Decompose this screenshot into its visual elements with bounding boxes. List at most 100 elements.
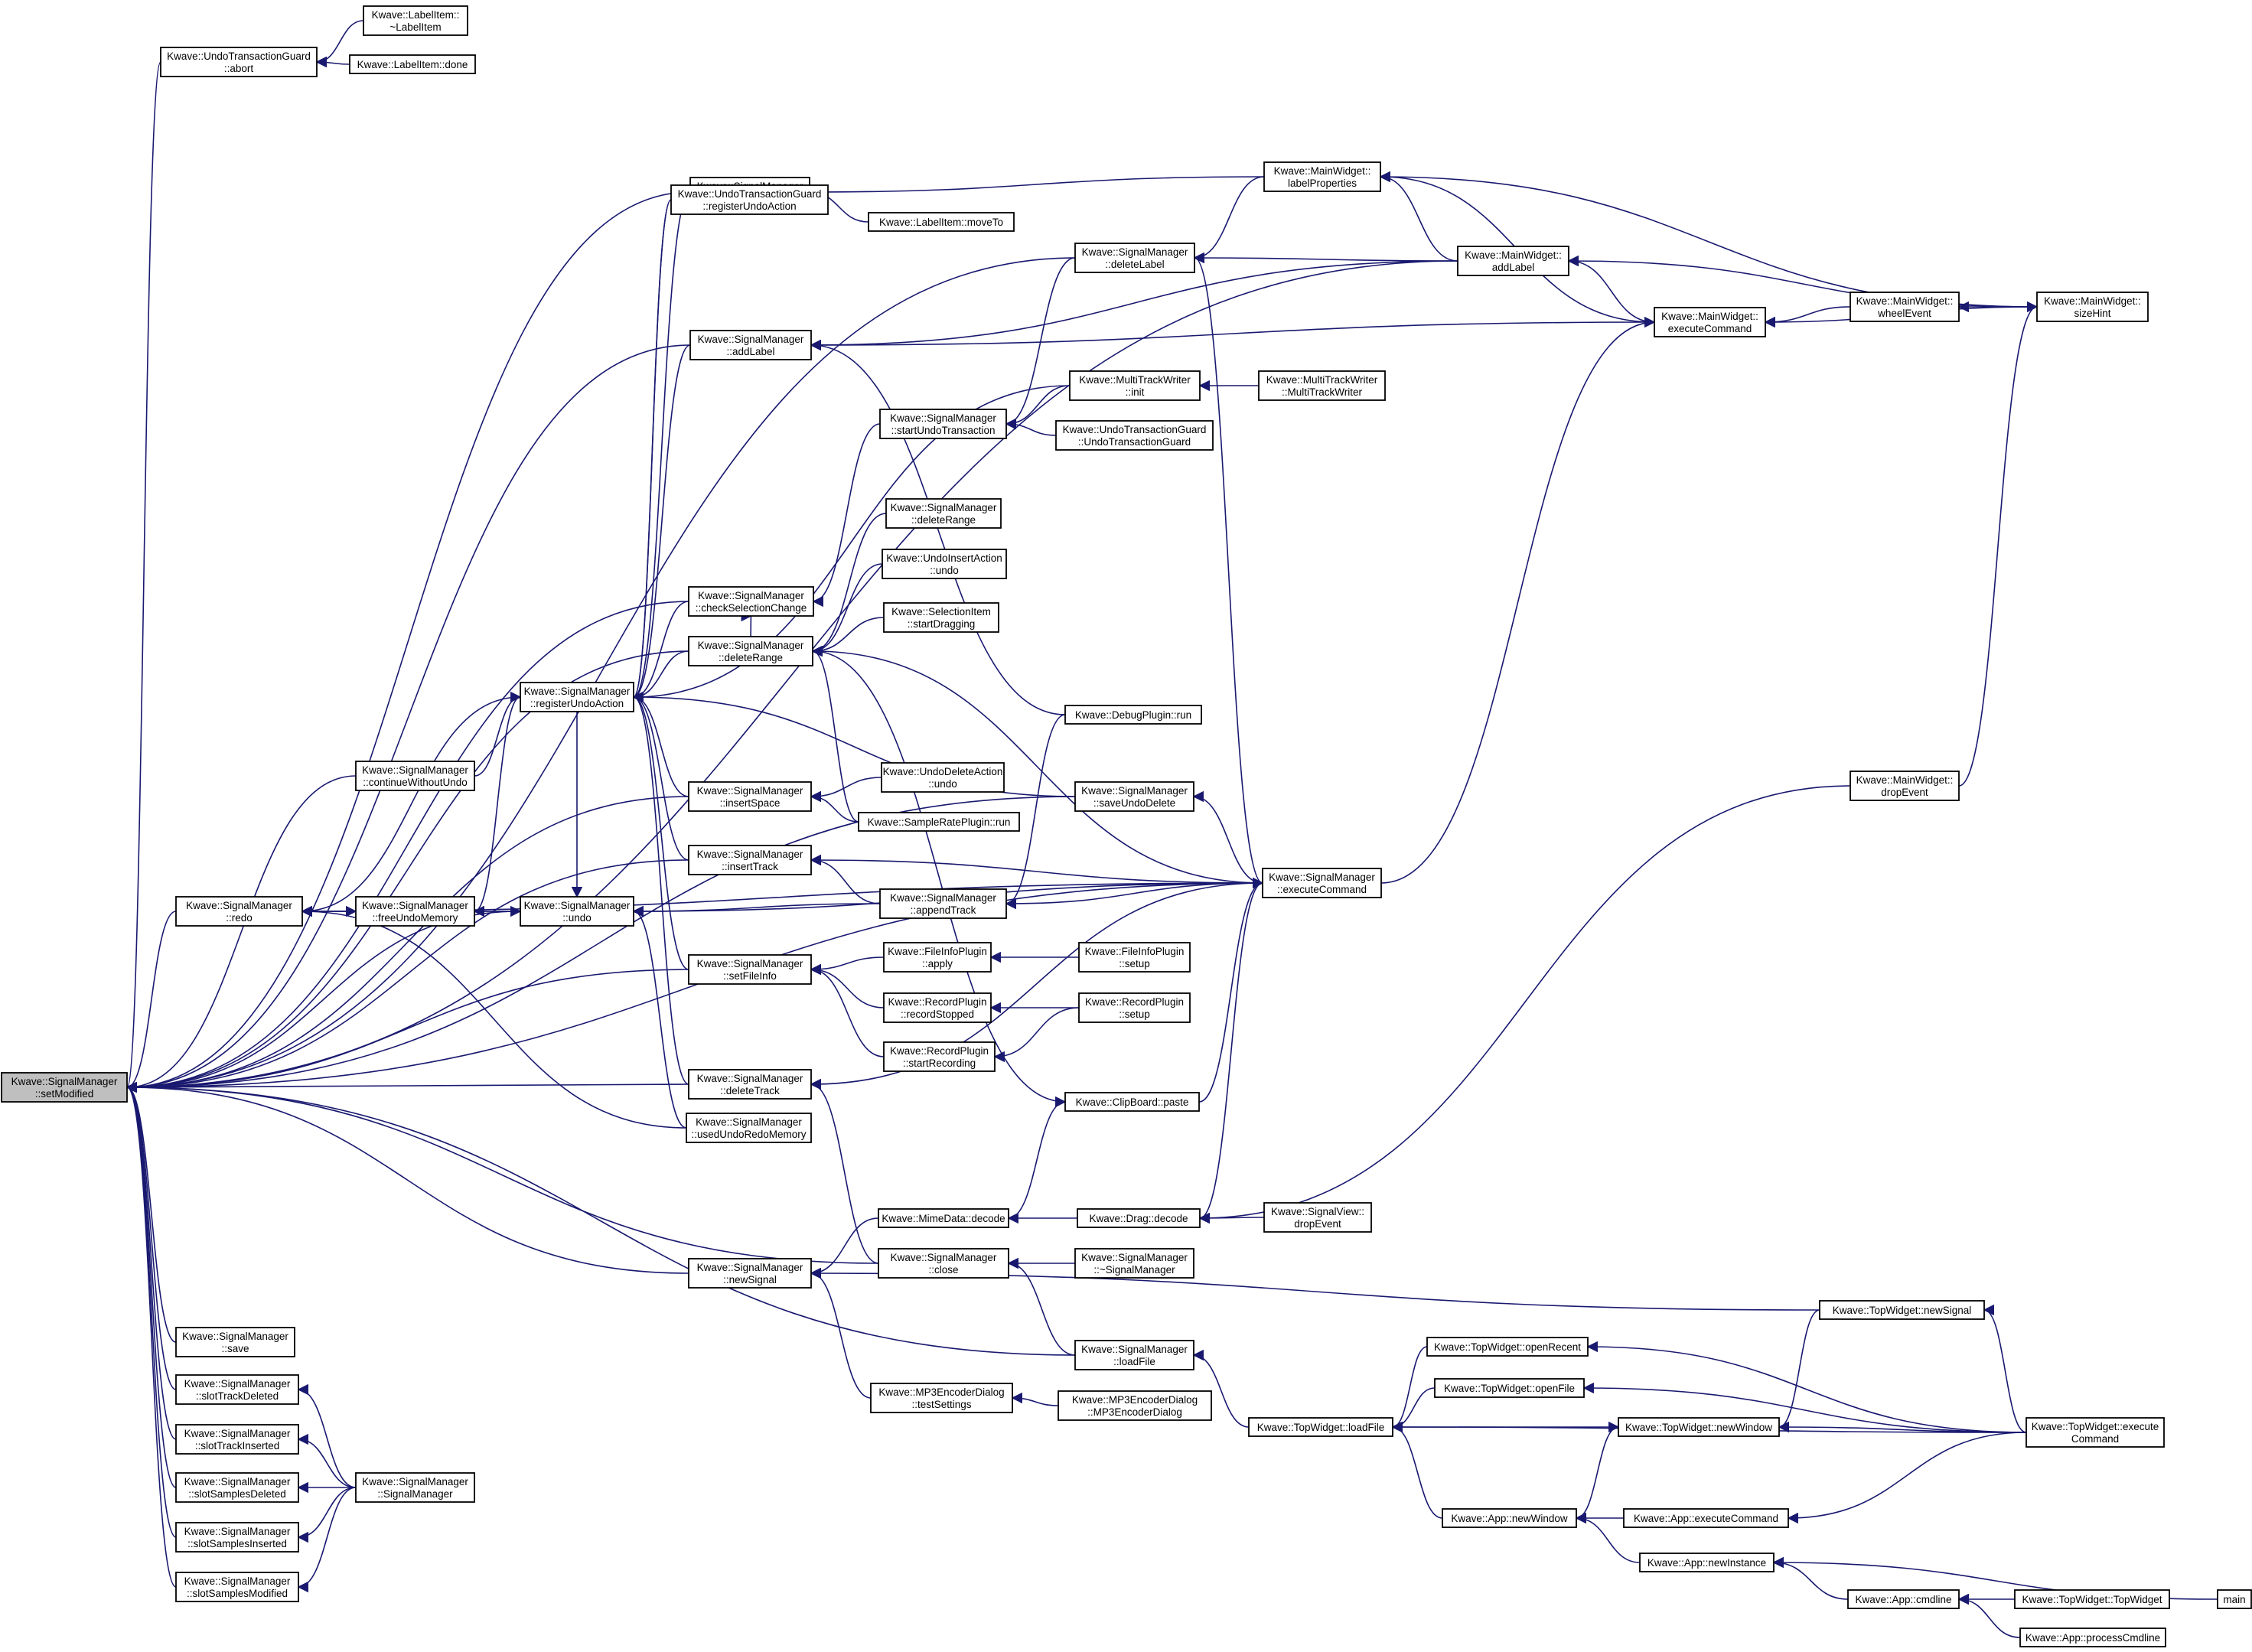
function-node[interactable]: Kwave::SignalManager::deleteLabel xyxy=(1074,243,1195,273)
function-node[interactable]: Kwave::SignalManager::insertTrack xyxy=(688,845,812,875)
function-node[interactable]: Kwave::MultiTrackWriter::init xyxy=(1069,370,1201,401)
node-box xyxy=(879,409,1007,439)
function-node[interactable]: Kwave::App::processCmdline xyxy=(2019,1628,2166,1647)
function-node[interactable]: Kwave::SignalManager::saveUndoDelete xyxy=(1074,781,1194,812)
function-node[interactable]: Kwave::SignalManager::insertSpace xyxy=(688,781,812,812)
call-edge-n19-n22 xyxy=(811,563,883,657)
node-label: Kwave::SignalManager xyxy=(697,785,803,797)
function-node[interactable]: Kwave::SignalManager::setFileInfo xyxy=(688,954,812,985)
function-node[interactable]: Kwave::SignalManager::~SignalManager xyxy=(1074,1248,1194,1279)
function-node[interactable]: Kwave::MainWidget::labelProperties xyxy=(1263,161,1381,192)
function-node[interactable]: Kwave::SignalManager::undo xyxy=(520,896,634,927)
function-node[interactable]: Kwave::TopWidget::openFile xyxy=(1434,1378,1585,1398)
function-node[interactable]: Kwave::App::newInstance xyxy=(1639,1553,1775,1572)
node-box xyxy=(175,1522,299,1553)
function-node[interactable]: Kwave::MainWidget::executeCommand xyxy=(1654,307,1766,337)
function-node[interactable]: Kwave::TopWidget::newWindow xyxy=(1618,1417,1780,1437)
function-node[interactable]: Kwave::App::executeCommand xyxy=(1623,1508,1789,1528)
node-label: Kwave::UndoDeleteAction xyxy=(883,766,1003,777)
node-label: addLabel xyxy=(1492,262,1535,273)
function-node[interactable]: Kwave::RecordPlugin::setup xyxy=(1078,992,1191,1023)
function-node[interactable]: Kwave::UndoDeleteAction::undo xyxy=(881,762,1005,793)
function-node[interactable]: Kwave::SignalManager::continueWithoutUnd… xyxy=(355,761,475,791)
call-edge-n43-n0 xyxy=(125,1081,689,1093)
function-node[interactable]: Kwave::SignalManager::appendTrack xyxy=(879,888,1007,919)
function-node[interactable]: Kwave::SignalManager::slotTrackInserted xyxy=(175,1424,299,1455)
function-node[interactable]: Kwave::SampleRatePlugin::run xyxy=(858,812,1020,832)
function-node[interactable]: Kwave::SignalManager::freeUndoMemory xyxy=(355,896,475,927)
function-node[interactable]: Kwave::MainWidget::addLabel xyxy=(1457,246,1569,276)
node-layer: Kwave::SignalManager::setModifiedKwave::… xyxy=(1,5,2252,1647)
function-node[interactable]: Kwave::SelectionItem::startDragging xyxy=(883,602,999,633)
function-node[interactable]: Kwave::MainWidget::dropEvent xyxy=(1850,771,1960,801)
call-edge-n24-n10 xyxy=(810,339,1066,715)
function-node[interactable]: Kwave::SignalView::dropEvent xyxy=(1263,1202,1372,1233)
function-node[interactable]: Kwave::SignalManager::registerUndoAction xyxy=(520,682,634,712)
function-node[interactable]: Kwave::SignalManager::loadFile xyxy=(1074,1340,1194,1370)
function-node[interactable]: Kwave::RecordPlugin::startRecording xyxy=(883,1041,996,1072)
call-edge-n42-n37 xyxy=(810,963,885,1057)
node-label: main xyxy=(2223,1594,2245,1605)
function-node[interactable]: Kwave::TopWidget::openRecent xyxy=(1426,1337,1589,1357)
function-node[interactable]: Kwave::SignalManager::slotSamplesInserte… xyxy=(175,1522,299,1553)
function-node[interactable]: Kwave::SignalManager::addLabel xyxy=(689,330,812,360)
function-node[interactable]: Kwave::ClipBoard::paste xyxy=(1064,1092,1200,1112)
function-node[interactable]: Kwave::MultiTrackWriter::MultiTrackWrite… xyxy=(1258,370,1386,401)
function-node[interactable]: Kwave::Drag::decode xyxy=(1077,1208,1201,1228)
function-node[interactable]: Kwave::MP3EncoderDialog::MP3EncoderDialo… xyxy=(1058,1390,1212,1421)
function-node[interactable]: Kwave::LabelItem::done xyxy=(349,54,476,74)
function-node[interactable]: Kwave::App::newWindow xyxy=(1442,1508,1577,1528)
function-node[interactable]: Kwave::MP3EncoderDialog::testSettings xyxy=(870,1383,1013,1413)
call-edge-n23-n33 xyxy=(473,696,521,917)
call-edge-n65-n63 xyxy=(297,1433,357,1488)
function-node[interactable]: Kwave::SignalManager::usedUndoRedoMemory xyxy=(686,1113,812,1143)
function-node[interactable]: Kwave::FileInfoPlugin::apply xyxy=(883,942,992,973)
function-node[interactable]: Kwave::SignalManager::deleteRange xyxy=(885,498,1002,529)
function-node[interactable]: Kwave::MimeData::decode xyxy=(878,1208,1009,1228)
function-node[interactable]: main xyxy=(2217,1589,2252,1609)
function-node[interactable]: Kwave::SignalManager::newSignal xyxy=(688,1258,812,1289)
function-node[interactable]: Kwave::UndoTransactionGuard::UndoTransac… xyxy=(1055,420,1214,451)
function-node[interactable]: Kwave::SignalManager::startUndoTransacti… xyxy=(879,409,1007,439)
function-node[interactable]: Kwave::UndoTransactionGuard::registerUnd… xyxy=(670,184,829,215)
function-node[interactable]: Kwave::LabelItem::~LabelItem xyxy=(363,5,468,36)
node-label: Kwave::RecordPlugin xyxy=(890,1045,989,1057)
function-node[interactable]: Kwave::SignalManager::deleteTrack xyxy=(688,1069,812,1100)
function-node[interactable]: Kwave::SignalManager::close xyxy=(878,1248,1009,1279)
node-box xyxy=(1262,868,1382,898)
function-node[interactable]: Kwave::TopWidget::TopWidget xyxy=(2014,1589,2170,1609)
node-box xyxy=(2217,1589,2252,1609)
function-node[interactable]: Kwave::TopWidget::executeCommand xyxy=(2025,1417,2165,1448)
function-node[interactable]: Kwave::SignalManager::deleteRange xyxy=(688,636,813,666)
function-node[interactable]: Kwave::TopWidget::loadFile xyxy=(1248,1417,1393,1437)
call-edge-n37-n0 xyxy=(125,969,689,1093)
function-node[interactable]: Kwave::MainWidget::sizeHint xyxy=(2036,292,2149,322)
function-node[interactable]: Kwave::SignalManager::slotSamplesModifie… xyxy=(175,1572,299,1602)
function-node[interactable]: Kwave::SignalManager::redo xyxy=(175,896,303,927)
function-node[interactable]: Kwave::TopWidget::newSignal xyxy=(1819,1300,1985,1320)
function-node[interactable]: Kwave::LabelItem::moveTo xyxy=(868,212,1015,232)
function-node[interactable]: Kwave::SignalManager::checkSelectionChan… xyxy=(688,586,814,617)
root-function-node[interactable]: Kwave::SignalManager::setModified xyxy=(1,1072,128,1103)
call-edge-n20-n22 xyxy=(811,617,885,657)
function-node[interactable]: Kwave::SignalManager::executeCommand xyxy=(1262,868,1382,898)
function-node[interactable]: Kwave::SignalManager::slotTrackDeleted xyxy=(175,1374,299,1405)
function-node[interactable]: Kwave::RecordPlugin::recordStopped xyxy=(883,992,992,1023)
call-edge-n9-n10 xyxy=(810,260,1458,351)
function-node[interactable]: Kwave::SignalManager::slotSamplesDeleted xyxy=(175,1472,299,1503)
function-node[interactable]: Kwave::UndoInsertAction::undo xyxy=(882,549,1007,579)
node-label: Kwave::SignalManager xyxy=(184,1476,291,1487)
node-box xyxy=(1077,1208,1201,1228)
function-node[interactable]: Kwave::UndoTransactionGuard::abort xyxy=(160,47,318,77)
function-node[interactable]: Kwave::SignalManager::save xyxy=(175,1327,295,1357)
function-node[interactable]: Kwave::SignalManager::SignalManager xyxy=(355,1472,475,1503)
function-node[interactable]: Kwave::DebugPlugin::run xyxy=(1064,705,1202,725)
node-label: Kwave::MultiTrackWriter xyxy=(1079,374,1191,386)
node-box xyxy=(1850,292,1960,322)
function-node[interactable]: Kwave::App::cmdline xyxy=(1847,1589,1960,1609)
call-edge-n8-n7 xyxy=(1193,176,1265,264)
function-node[interactable]: Kwave::FileInfoPlugin::setup xyxy=(1078,942,1191,973)
function-node[interactable]: Kwave::MainWidget::wheelEvent xyxy=(1850,292,1960,322)
node-label: ::continueWithoutUndo xyxy=(363,777,468,788)
node-label: Kwave::TopWidget::loadFile xyxy=(1257,1422,1385,1433)
